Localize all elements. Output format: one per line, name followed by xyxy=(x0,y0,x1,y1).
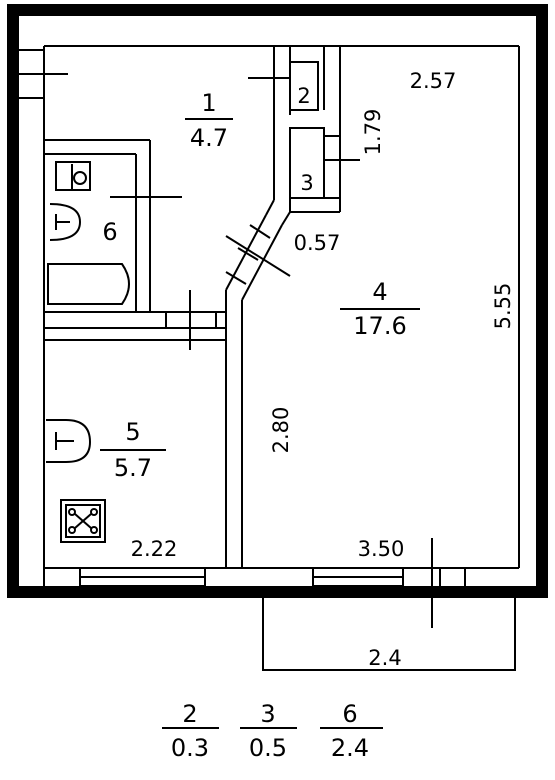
bathroom xyxy=(44,139,226,350)
balcony-door xyxy=(402,568,466,586)
balcony xyxy=(262,598,516,671)
room-1-number: 1 xyxy=(201,89,216,117)
room-3-number: 3 xyxy=(300,171,313,195)
dim-corridor-width: 0.57 xyxy=(294,231,341,255)
legend-6-area: 2.4 xyxy=(331,734,369,762)
dim-kitchen-width: 2.22 xyxy=(131,537,178,561)
legend-2-number: 2 xyxy=(182,700,197,728)
room-4-number: 4 xyxy=(372,278,387,306)
legend-3-number: 3 xyxy=(260,700,275,728)
inner-wall-lines xyxy=(43,45,520,586)
fraction-lines xyxy=(100,118,420,729)
room-5-number: 5 xyxy=(125,418,140,446)
dim-partition-length: 2.80 xyxy=(269,407,293,454)
kitchen xyxy=(43,328,226,543)
room-2-number: 2 xyxy=(297,84,310,108)
dim-balcony-width: 2.4 xyxy=(368,646,401,670)
room-6-number: 6 xyxy=(102,218,117,246)
room-5-area: 5.7 xyxy=(114,454,152,482)
corridor xyxy=(225,199,291,568)
legend-6-number: 6 xyxy=(342,700,357,728)
dim-closet3-height: 1.79 xyxy=(361,109,385,156)
outer-wall xyxy=(7,4,548,598)
legend-3-area: 0.5 xyxy=(249,734,287,762)
legend-2-area: 0.3 xyxy=(171,734,209,762)
dim-hall-width: 2.57 xyxy=(410,69,457,93)
windows xyxy=(79,567,404,587)
closets xyxy=(248,46,360,213)
dim-room4-width: 3.50 xyxy=(358,537,405,561)
dim-room4-length: 5.55 xyxy=(491,283,515,330)
room-4-area: 17.6 xyxy=(353,312,406,340)
entrance-door xyxy=(19,49,68,99)
room-1-area: 4.7 xyxy=(190,124,228,152)
